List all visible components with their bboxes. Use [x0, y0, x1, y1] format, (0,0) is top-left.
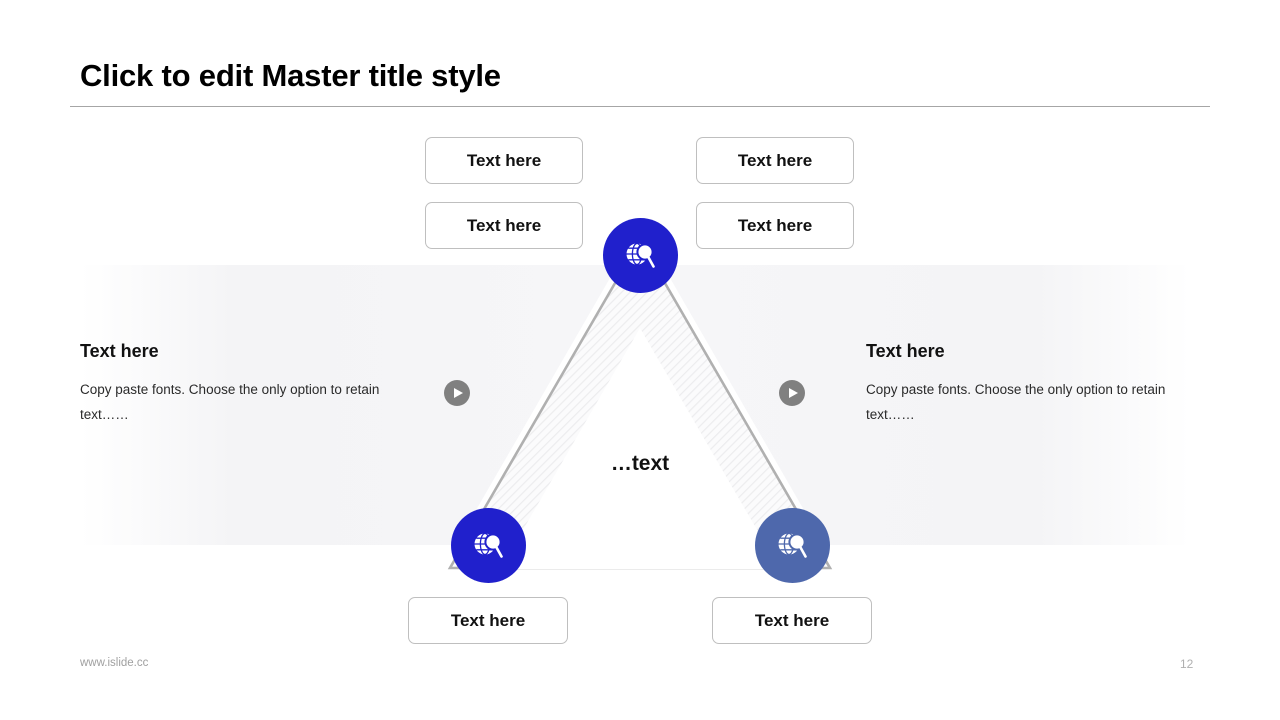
node-circle-bottom-right[interactable] — [755, 508, 830, 583]
play-icon — [789, 388, 798, 398]
side-block-left-body: Copy paste fonts. Choose the only option… — [80, 381, 380, 422]
side-block-right: Text here Copy paste fonts. Choose the o… — [866, 341, 1166, 428]
page-number: 12 — [1180, 657, 1194, 671]
play-button-right[interactable] — [779, 380, 805, 406]
play-button-left[interactable] — [444, 380, 470, 406]
globe-search-icon — [778, 532, 807, 558]
callout-box-middle-right[interactable]: Text here — [696, 202, 854, 249]
globe-search-icon — [626, 242, 655, 268]
footer-url[interactable]: www.islide.cc — [80, 657, 149, 669]
node-circle-top[interactable] — [603, 218, 678, 293]
callout-box-bottom-right[interactable]: Text here — [712, 597, 872, 644]
callout-box-middle-left[interactable]: Text here — [425, 202, 583, 249]
node-circle-bottom-left[interactable] — [451, 508, 526, 583]
side-block-left: Text here Copy paste fonts. Choose the o… — [80, 341, 380, 428]
callout-box-top-left[interactable]: Text here — [425, 137, 583, 184]
title-divider — [70, 106, 1210, 107]
side-block-right-body: Copy paste fonts. Choose the only option… — [866, 381, 1166, 422]
callout-box-top-right[interactable]: Text here — [696, 137, 854, 184]
page-title: Click to edit Master title style — [80, 58, 501, 93]
globe-search-icon — [474, 532, 503, 558]
play-icon — [454, 388, 463, 398]
side-block-left-heading: Text here — [80, 341, 159, 361]
side-block-right-heading: Text here — [866, 341, 945, 361]
callout-box-bottom-left[interactable]: Text here — [408, 597, 568, 644]
center-label: …text — [610, 452, 670, 475]
